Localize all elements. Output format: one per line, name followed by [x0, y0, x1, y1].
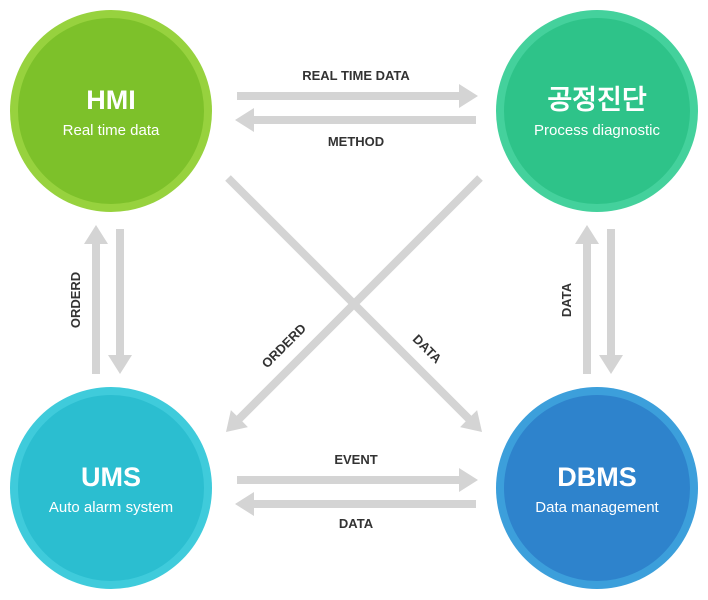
- label-data-bottom: DATA: [339, 516, 374, 531]
- arrow-process-to-ums: [226, 175, 483, 432]
- arrow-hmi-to-process: [237, 84, 478, 108]
- arrow-dbms-to-ums: [235, 492, 476, 516]
- label-method: METHOD: [328, 134, 384, 149]
- nodes-layer: HMI Real time data 공정진단 Process diagnosticU…: [10, 10, 698, 589]
- node-subtitle: Data management: [535, 499, 659, 516]
- arrow-dbms-to-process: [575, 225, 599, 374]
- node-subtitle: Process diagnostic: [534, 122, 660, 139]
- label-orderd-diagonal: ORDERD: [259, 321, 309, 371]
- node-ums: UMS Auto alarm system: [10, 387, 212, 589]
- node-title: HMI: [86, 85, 136, 115]
- label-data-right: DATA: [559, 282, 574, 317]
- node-circle: [504, 18, 690, 204]
- arrow-process-to-dbms: [599, 229, 623, 374]
- label-real-time-data: REAL TIME DATA: [302, 68, 410, 83]
- label-event: EVENT: [334, 452, 377, 467]
- node-title: UMS: [81, 462, 141, 492]
- node-hmi: HMI Real time data: [10, 10, 212, 212]
- node-title: 공정진단: [547, 85, 647, 115]
- node-subtitle: Real time data: [63, 122, 160, 139]
- node-circle: [18, 395, 204, 581]
- node-title: DBMS: [557, 462, 637, 492]
- arrow-process-to-hmi: [235, 108, 476, 132]
- arrow-hmi-to-ums: [108, 229, 132, 374]
- node-dbms: DBMS Data management: [496, 387, 698, 589]
- node-process: 공정진단 Process diagnostic: [496, 10, 698, 212]
- arrows-layer: [84, 84, 623, 516]
- arrow-ums-to-dbms: [237, 468, 478, 492]
- node-circle: [18, 18, 204, 204]
- label-orderd-left: ORDERD: [68, 272, 83, 328]
- arrow-ums-to-hmi: [84, 225, 108, 374]
- node-subtitle: Auto alarm system: [49, 499, 173, 516]
- node-circle: [504, 395, 690, 581]
